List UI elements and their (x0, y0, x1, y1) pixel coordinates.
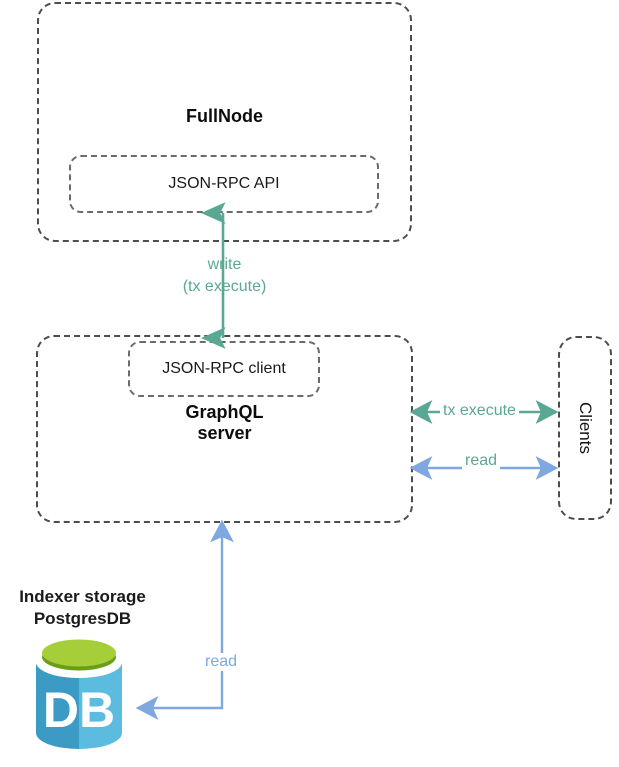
fullnode-title: FullNode (186, 106, 263, 126)
indexer-storage-title-line2: PostgresDB (33, 609, 132, 629)
clients-box[interactable] (558, 336, 612, 520)
json-rpc-client-label: JSON-RPC client (162, 360, 286, 377)
write-arrow-label: write (tx execute) (0, 254, 449, 297)
read-db-arrow-label: read (202, 653, 241, 671)
graphql-server-title-line1: GraphQL (185, 402, 264, 422)
graphql-server-title-line2: server (197, 423, 252, 444)
db-icon-label: DB (43, 682, 115, 738)
tx-execute-arrow-label: tx execute (440, 402, 519, 420)
json-rpc-api-label: JSON-RPC API (168, 175, 280, 192)
indexer-storage-title: Indexer storage PostgresDB (0, 586, 165, 631)
write-arrow-label-line1: write (207, 256, 242, 273)
write-arrow-label-line2: (tx execute) (182, 277, 267, 295)
indexer-storage-title-line1: Indexer storage (19, 587, 146, 606)
graphql-server-title: GraphQL server (36, 402, 413, 444)
database-cylinder-icon: DB (36, 639, 122, 749)
read-clients-arrow-label: read (462, 452, 501, 470)
read-db-arrow-line (135, 519, 234, 720)
